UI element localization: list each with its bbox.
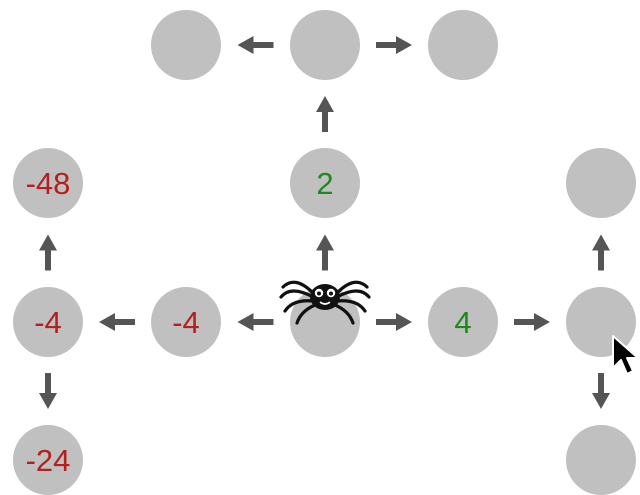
node-mid-right[interactable] [566,148,636,218]
node-value: -24 [25,442,71,478]
node-bottom-right[interactable] [566,425,636,495]
node-mid-center[interactable]: 2 [290,148,360,218]
node-bottom-left[interactable]: -24 [13,425,83,495]
arrow-up-icon [316,234,334,271]
spider-icon [279,280,371,325]
arrow-down-icon [592,373,610,409]
arrow-right-icon [376,36,412,54]
arrow-up-icon [592,234,610,271]
node-value: -48 [25,165,71,201]
node-value: 4 [454,304,472,340]
node-top-left[interactable] [151,10,221,80]
node-value: -4 [34,304,62,340]
node-mid-left[interactable]: -48 [13,148,83,218]
mouse-cursor-icon [612,335,639,375]
arrow-right-icon [376,313,412,331]
node-value: -4 [172,304,200,340]
arrow-left-icon [237,313,274,331]
node-value: 2 [316,165,334,201]
arrow-left-icon [237,36,274,54]
arrow-up-icon [316,96,334,132]
node-row3-d[interactable]: 4 [428,287,498,357]
arrow-left-icon [99,313,135,331]
arrow-right-icon [514,313,550,331]
node-row3-b[interactable]: -4 [151,287,221,357]
node-row3-a[interactable]: -4 [13,287,83,357]
arrow-up-icon [39,234,57,271]
node-top-center[interactable] [290,10,360,80]
arrow-down-icon [39,373,57,409]
node-top-right[interactable] [428,10,498,80]
